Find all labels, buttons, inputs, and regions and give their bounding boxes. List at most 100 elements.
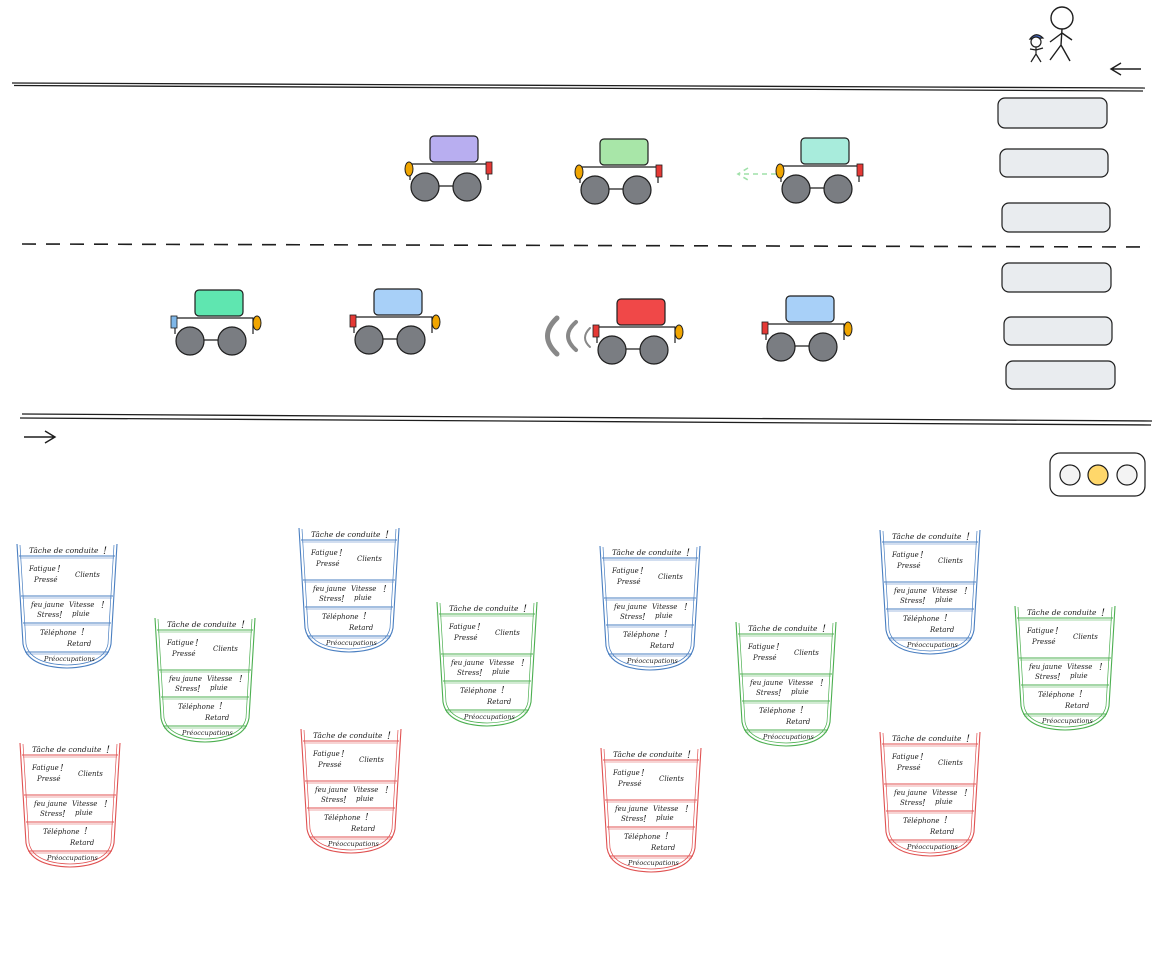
preoccupation-card: Tâche de conduite!Fatigue!PresséClientsf… [599, 545, 701, 671]
card-item-pluie: pluie [656, 814, 674, 822]
preoccupation-card: Tâche de conduite!Fatigue!PresséClientsf… [735, 621, 837, 747]
card-bang: ! [62, 810, 66, 820]
card-item-fatigue: Fatigue [31, 764, 59, 772]
car-wheel [823, 174, 853, 204]
card-title: Tâche de conduite [32, 745, 102, 754]
card-item-presse: Pressé [453, 634, 478, 642]
card-item-presse: Pressé [33, 576, 58, 584]
card-item-stress: Stress [621, 815, 644, 823]
card-item-feu-jaune: feu jaune [614, 805, 648, 813]
card-bang: ! [664, 630, 668, 640]
road [11, 62, 1153, 444]
card-item-fatigue: Fatigue [310, 549, 338, 557]
card-item-telephone: Téléphone [903, 817, 940, 825]
card-outline-sketch [19, 544, 115, 666]
card-item-pluie: pluie [210, 684, 228, 692]
card-bang: ! [239, 675, 243, 685]
card-item-presse: Pressé [317, 761, 342, 769]
card-outline [1014, 605, 1116, 731]
card-item-feu-jaune: feu jaune [613, 603, 647, 611]
card-footer: Préoccupations [46, 854, 99, 862]
stick-figure-child-icon [1029, 47, 1044, 63]
card-bang: ! [57, 565, 61, 575]
car-wheel [175, 326, 205, 356]
taillight-icon [592, 324, 600, 338]
card-title: Tâche de conduite [449, 604, 519, 613]
car-cabin [599, 138, 649, 166]
card-item-presse: Pressé [36, 775, 61, 783]
card-outline-sketch [738, 622, 834, 744]
crosswalk-stripe [1001, 202, 1111, 233]
cars [170, 135, 864, 365]
car-cabin [194, 289, 244, 317]
card-item-presse: Pressé [616, 578, 641, 586]
card-bang: ! [523, 604, 527, 615]
card-bang: ! [385, 786, 389, 796]
horn-sound-waves-icon [545, 315, 591, 357]
card-outline [879, 529, 981, 655]
card-bang: ! [920, 753, 924, 763]
sound-wave [584, 327, 591, 348]
card-item-feu-jaune: feu jaune [450, 659, 484, 667]
car [574, 138, 663, 205]
card-item-stress: Stress [900, 799, 923, 807]
preoccupation-card: Tâche de conduite!Fatigue!PresséClientsf… [879, 529, 981, 655]
sound-wave [545, 315, 560, 357]
card-bang: ! [822, 624, 826, 635]
card-bang: ! [642, 613, 646, 623]
card-item-presse: Pressé [896, 764, 921, 772]
card-item-retard: Retard [350, 825, 376, 833]
card-bang: ! [81, 628, 85, 638]
card-item-fatigue: Fatigue [312, 750, 340, 758]
car-wheel [396, 325, 426, 355]
card-item-clients: Clients [495, 629, 520, 637]
car-wheel [808, 332, 838, 362]
crosswalk-stripe [997, 97, 1108, 129]
card-item-fatigue: Fatigue [612, 769, 640, 777]
card-outline [154, 617, 256, 743]
card-item-telephone: Téléphone [460, 687, 497, 695]
motion-trail-arrow-icon [736, 167, 776, 181]
crosswalk-stripe [1003, 316, 1113, 346]
preoccupation-card: Tâche de conduite!Fatigue!PresséClientsf… [298, 527, 400, 653]
card-item-retard: Retard [486, 698, 512, 706]
card-bang: ! [363, 612, 367, 622]
sound-wave [566, 320, 578, 352]
card-outline [879, 731, 981, 857]
card-bang: ! [383, 585, 387, 595]
car-cabin [429, 135, 479, 163]
card-item-stress: Stress [620, 613, 643, 621]
pedestrian-child [1028, 34, 1045, 63]
card-item-vitesse: Vitesse [932, 789, 957, 797]
car-wheel [452, 172, 482, 202]
card-item-stress: Stress [1035, 673, 1058, 681]
card-bang: ! [922, 597, 926, 607]
card-bang: ! [820, 679, 824, 689]
card-outline-sketch [439, 602, 535, 724]
card-outline-sketch [157, 618, 253, 740]
card-item-vitesse: Vitesse [207, 675, 232, 683]
headlight-icon [574, 164, 584, 180]
car-wheel [354, 325, 384, 355]
card-bang: ! [341, 750, 345, 760]
crosswalk-stripe [1001, 262, 1112, 293]
card-item-clients: Clients [658, 573, 683, 581]
taillight-icon [170, 315, 178, 329]
card-item-stress: Stress [40, 810, 63, 818]
car-wheel [639, 335, 669, 365]
card-item-clients: Clients [357, 555, 382, 563]
traffic-light-right-lamp [1116, 464, 1138, 486]
card-item-fatigue: Fatigue [747, 643, 775, 651]
preoccupation-card: Tâche de conduite!Fatigue!PresséClientsf… [600, 747, 702, 873]
headlight-icon [431, 314, 441, 330]
card-bang: ! [195, 639, 199, 649]
card-footer: Préoccupations [325, 639, 378, 647]
card-footer: Préoccupations [626, 657, 679, 665]
card-footer: Préoccupations [463, 713, 516, 721]
car [404, 135, 493, 202]
card-title: Tâche de conduite [613, 750, 683, 759]
card-bang: ! [1101, 608, 1105, 619]
card-item-presse: Pressé [896, 562, 921, 570]
card-item-telephone: Téléphone [40, 629, 77, 637]
card-item-fatigue: Fatigue [166, 639, 194, 647]
